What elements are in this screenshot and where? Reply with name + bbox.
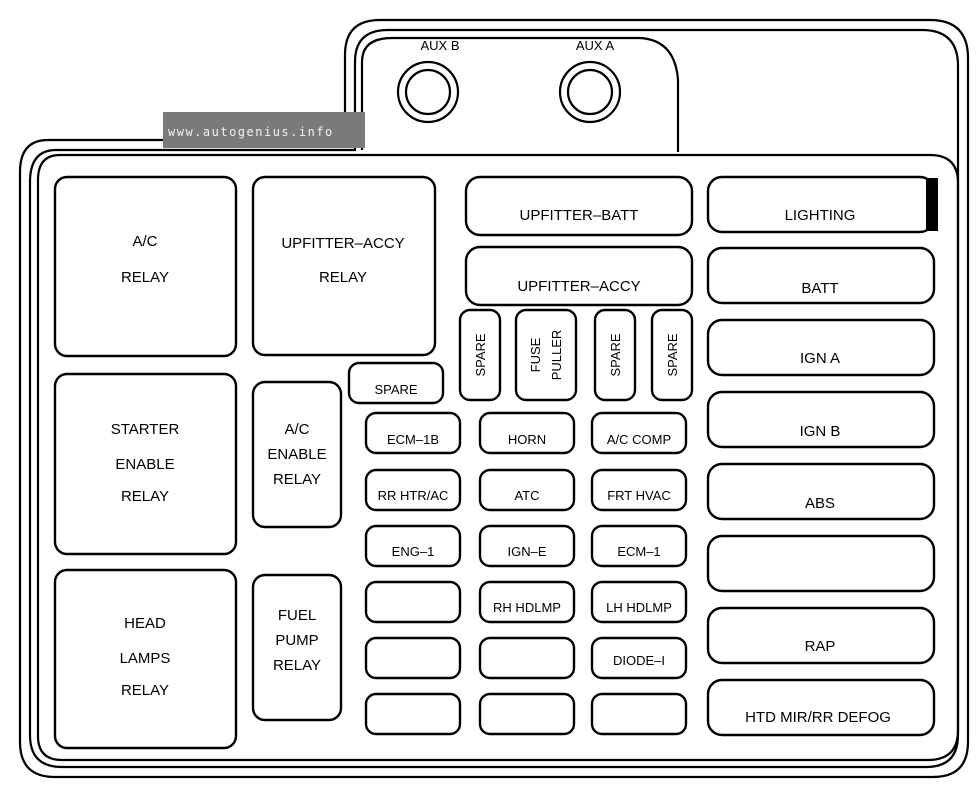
ac-enable-relay-label-2: ENABLE	[267, 446, 326, 463]
upfitter-accy-label: UPFITTER–ACCY	[517, 278, 640, 295]
abs-fuse[interactable]	[706, 462, 936, 521]
horn-label: HORN	[508, 432, 546, 447]
spare-fuse-horizontal-label: SPARE	[374, 382, 417, 397]
empty-fuse-slot[interactable]	[364, 636, 462, 680]
empty-fuse-slot[interactable]	[478, 636, 576, 680]
rh-hdlmp-label: RH HDLMP	[493, 600, 561, 615]
lh-hdlmp-fuse[interactable]	[590, 580, 688, 624]
atc-label: ATC	[514, 488, 539, 503]
spare-slot-1-label: SPARE	[473, 333, 488, 376]
htd-mir-rr-defog-fuse[interactable]	[706, 678, 936, 737]
ecm-1b-label: ECM–1B	[387, 432, 439, 447]
spare-slot-3[interactable]	[650, 308, 694, 402]
aux-b-label: AUX B	[420, 38, 459, 53]
upfitter-accy-relay-label-2: RELAY	[319, 269, 367, 286]
empty-fuse-slot[interactable]	[364, 692, 462, 736]
ac-relay-label-1: A/C	[132, 233, 157, 250]
empty-maxi-fuse-slot[interactable]	[706, 534, 936, 593]
empty-fuse-slot[interactable]	[364, 580, 462, 624]
ac-relay[interactable]	[53, 175, 238, 358]
ac-enable-relay-label-1: A/C	[284, 421, 309, 438]
atc-fuse[interactable]	[478, 468, 576, 512]
aux-b-socket-inner	[404, 68, 452, 116]
ac-enable-relay[interactable]	[251, 380, 343, 529]
rh-hdlmp-fuse[interactable]	[478, 580, 576, 624]
upfitter-accy-relay[interactable]	[251, 175, 437, 357]
batt-label: BATT	[801, 280, 838, 297]
batt-fuse[interactable]	[706, 246, 936, 305]
ecm-1-fuse[interactable]	[590, 524, 688, 568]
rap-label: RAP	[805, 638, 836, 655]
horn-fuse[interactable]	[478, 411, 576, 455]
empty-fuse-slot[interactable]	[590, 692, 688, 736]
spare-slot-2[interactable]	[593, 308, 637, 402]
lh-hdlmp-label: LH HDLMP	[606, 600, 672, 615]
frt-hvac-fuse[interactable]	[590, 468, 688, 512]
ign-b-label: IGN B	[800, 423, 841, 440]
upfitter-batt-label: UPFITTER–BATT	[520, 207, 639, 224]
starter-enable-relay-label-3: RELAY	[121, 488, 169, 505]
ign-e-fuse[interactable]	[478, 524, 576, 568]
lighting-label: LIGHTING	[785, 207, 856, 224]
fuse-puller-slot[interactable]	[514, 308, 578, 402]
lighting-fuse-tab	[926, 178, 938, 231]
spare-slot-2-label: SPARE	[608, 333, 623, 376]
ac-relay-label-2: RELAY	[121, 269, 169, 286]
head-lamps-relay-label-3: RELAY	[121, 682, 169, 699]
aux-bump-outline	[360, 36, 680, 152]
housing-inner-outline	[28, 28, 960, 769]
upfitter-accy-relay-label-1: UPFITTER–ACCY	[281, 235, 404, 252]
ecm-1-label: ECM–1	[617, 544, 660, 559]
fuel-pump-relay-label-2: PUMP	[275, 632, 318, 649]
eng-1-fuse[interactable]	[364, 524, 462, 568]
abs-label: ABS	[805, 495, 835, 512]
ign-a-label: IGN A	[800, 350, 840, 367]
eng-1-label: ENG–1	[392, 544, 435, 559]
tray-outline	[36, 153, 960, 762]
fuel-pump-relay-label-1: FUEL	[278, 607, 316, 624]
fuse-puller-label-2: PULLER	[549, 330, 564, 381]
head-lamps-relay[interactable]	[53, 568, 238, 750]
ign-b-fuse[interactable]	[706, 390, 936, 449]
frt-hvac-label: FRT HVAC	[607, 488, 671, 503]
starter-enable-relay[interactable]	[53, 372, 238, 556]
ac-comp-label: A/C COMP	[607, 432, 671, 447]
head-lamps-relay-label-2: LAMPS	[120, 650, 171, 667]
spare-slot-3-label: SPARE	[665, 333, 680, 376]
watermark-banner	[163, 112, 365, 148]
rr-htr-ac-fuse[interactable]	[364, 468, 462, 512]
aux-a-label: AUX A	[576, 38, 615, 53]
ac-comp-fuse[interactable]	[590, 411, 688, 455]
starter-enable-relay-label-2: ENABLE	[115, 456, 174, 473]
starter-enable-relay-label-1: STARTER	[111, 421, 180, 438]
fuel-pump-relay[interactable]	[251, 573, 343, 722]
diode-i-label: DIODE–I	[613, 653, 665, 668]
aux-a-socket-outer[interactable]	[558, 60, 622, 124]
spare-slot-1[interactable]	[458, 308, 502, 402]
htd-mir-rr-defog-label: HTD MIR/RR DEFOG	[745, 709, 891, 726]
fuel-pump-relay-label-3: RELAY	[273, 657, 321, 674]
ecm-1b-fuse[interactable]	[364, 411, 462, 455]
watermark-text: www.autogenius.info	[168, 125, 334, 139]
upfitter-batt-fuse[interactable]	[464, 175, 694, 237]
ac-enable-relay-label-3: RELAY	[273, 471, 321, 488]
aux-b-socket-outer[interactable]	[396, 60, 460, 124]
head-lamps-relay-label-1: HEAD	[124, 615, 166, 632]
housing-outer-outline	[18, 18, 970, 779]
diode-i-fuse[interactable]	[590, 636, 688, 680]
upfitter-accy-fuse[interactable]	[464, 245, 694, 307]
spare-fuse-horizontal[interactable]	[347, 361, 445, 405]
ign-a-fuse[interactable]	[706, 318, 936, 377]
aux-a-socket-inner	[566, 68, 614, 116]
empty-fuse-slot[interactable]	[478, 692, 576, 736]
ign-e-label: IGN–E	[507, 544, 546, 559]
fuse-puller-label-1: FUSE	[528, 337, 543, 372]
rr-htr-ac-label: RR HTR/AC	[378, 488, 449, 503]
rap-fuse[interactable]	[706, 606, 936, 665]
